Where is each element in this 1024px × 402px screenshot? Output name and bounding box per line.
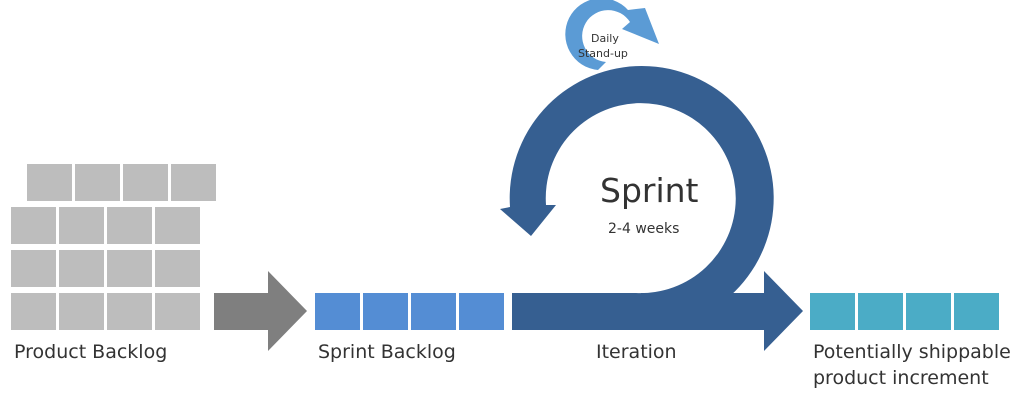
standup-label-line2: Stand-up bbox=[578, 47, 628, 60]
backlog-block bbox=[59, 250, 104, 287]
backlog-block bbox=[11, 293, 56, 330]
backlog-block bbox=[155, 250, 200, 287]
increment-label-line1: Potentially shippable bbox=[813, 341, 1011, 363]
backlog-block bbox=[11, 250, 56, 287]
backlog-block bbox=[107, 293, 152, 330]
sprint-loop-icon bbox=[500, 66, 774, 331]
backlog-block bbox=[155, 293, 200, 330]
backlog-block bbox=[107, 250, 152, 287]
sprint-duration: 2-4 weeks bbox=[608, 221, 680, 237]
sprint-backlog-block bbox=[411, 293, 456, 330]
sprint-backlog-block bbox=[363, 293, 408, 330]
backlog-block bbox=[107, 207, 152, 244]
backlog-block bbox=[11, 207, 56, 244]
backlog-block bbox=[27, 164, 72, 201]
backlog-block bbox=[59, 293, 104, 330]
iteration-arrow bbox=[641, 271, 803, 351]
backlog-block bbox=[59, 207, 104, 244]
increment-label-line2: product increment bbox=[813, 367, 989, 389]
increment-block bbox=[810, 293, 855, 330]
sprint-backlog-label: Sprint Backlog bbox=[318, 341, 456, 363]
product-backlog-label: Product Backlog bbox=[14, 341, 168, 363]
backlog-block bbox=[75, 164, 120, 201]
standup-label-line1: Daily bbox=[591, 32, 619, 45]
backlog-block bbox=[155, 207, 200, 244]
daily-standup-loop-icon bbox=[565, 0, 659, 70]
sprint-backlog-block bbox=[315, 293, 360, 330]
increment-block bbox=[858, 293, 903, 330]
backlog-to-sprint-arrow bbox=[214, 271, 307, 351]
sprint-backlog-blocks bbox=[315, 293, 504, 330]
increment-block bbox=[954, 293, 999, 330]
iteration-bar bbox=[512, 293, 636, 330]
product-backlog-blocks bbox=[11, 164, 216, 330]
increment-block bbox=[906, 293, 951, 330]
backlog-block bbox=[123, 164, 168, 201]
sprint-backlog-block bbox=[459, 293, 504, 330]
sprint-title: Sprint bbox=[600, 171, 699, 210]
iteration-label: Iteration bbox=[596, 341, 677, 363]
product-increment-blocks bbox=[810, 293, 999, 330]
backlog-block bbox=[171, 164, 216, 201]
